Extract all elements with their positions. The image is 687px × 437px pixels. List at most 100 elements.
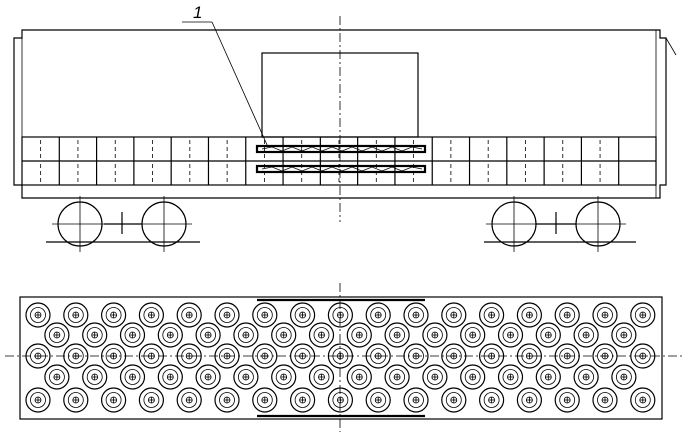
cylinder-outer — [157, 364, 183, 390]
cylinder-outer — [119, 322, 146, 348]
cylinder-outer — [25, 343, 51, 369]
cylinder-ring — [634, 392, 651, 408]
cylinder-outer — [554, 343, 580, 369]
cylinder-ring — [275, 369, 292, 385]
cylinder-outer — [441, 387, 467, 413]
cylinder-ring — [483, 307, 500, 323]
cylinder-outer — [233, 364, 259, 390]
element-1-upper-hatch — [261, 146, 423, 152]
cylinder-ring — [351, 327, 368, 343]
cylinder-ring — [162, 369, 179, 385]
cylinder-ring — [408, 307, 424, 323]
cylinder — [554, 387, 580, 413]
cylinder — [554, 343, 580, 369]
cylinder-ring — [49, 327, 65, 343]
wheel — [136, 196, 192, 252]
cylinder — [403, 343, 429, 369]
cylinder-ring — [143, 392, 160, 408]
cylinder-ring — [521, 307, 538, 323]
cylinder-grid — [25, 302, 656, 413]
cylinder — [592, 387, 618, 413]
cylinder-outer — [138, 387, 164, 413]
cylinder — [327, 343, 353, 369]
cylinder-ring — [445, 392, 462, 408]
cylinder-ring — [124, 369, 141, 385]
cylinder-outer — [327, 343, 353, 369]
cylinder — [592, 302, 618, 328]
cylinder — [497, 364, 524, 390]
cylinder-ring — [105, 307, 122, 323]
cylinder-outer — [119, 364, 146, 390]
cylinder-ring — [445, 307, 462, 323]
cylinder — [422, 322, 448, 348]
cylinder — [138, 387, 164, 413]
cylinder — [100, 343, 127, 369]
cylinder — [25, 302, 51, 328]
cylinder-outer — [290, 343, 316, 369]
wagon-body-outline — [13, 29, 667, 199]
cylinder-outer — [384, 364, 410, 390]
cylinder — [214, 343, 240, 369]
cylinder-ring — [143, 307, 160, 323]
plan-outline — [19, 296, 663, 420]
cylinder-outer — [554, 387, 580, 413]
cylinder — [630, 302, 656, 328]
cylinder-outer — [365, 302, 391, 328]
cylinder-ring — [389, 327, 406, 343]
cylinder — [611, 322, 637, 348]
cylinder — [573, 322, 599, 348]
cylinder — [44, 322, 70, 348]
cylinder-outer — [384, 322, 410, 348]
cylinder — [290, 302, 316, 328]
cylinder-ring — [483, 392, 500, 408]
cylinder-outer — [44, 364, 70, 390]
cylinder-outer — [308, 364, 335, 390]
bogies — [46, 196, 636, 252]
cylinder-outer — [176, 387, 202, 413]
cylinder-ring — [351, 369, 368, 385]
cylinder — [535, 364, 561, 390]
cylinder — [176, 387, 202, 413]
cylinder-ring — [256, 307, 273, 323]
cylinder-outer — [290, 387, 316, 413]
cylinder-outer — [176, 302, 202, 328]
cylinder-outer — [63, 343, 89, 369]
cylinder — [403, 387, 429, 413]
cylinder-ring — [370, 348, 387, 364]
cylinder-outer — [554, 302, 580, 328]
cylinder-outer — [630, 387, 656, 413]
cylinder-outer — [497, 364, 524, 390]
element-1-upper-bar — [255, 144, 427, 154]
cylinder — [44, 364, 70, 390]
cylinder-outer — [195, 322, 221, 348]
cylinder — [479, 343, 505, 369]
cylinder-outer — [233, 322, 259, 348]
cylinder — [252, 302, 278, 328]
cylinder-outer — [630, 302, 656, 328]
cylinder-ring — [483, 348, 500, 364]
cylinder-ring — [256, 392, 273, 408]
cylinder-outer — [611, 322, 637, 348]
cylinder-outer — [422, 364, 448, 390]
cylinder-ring — [294, 307, 311, 323]
cylinder-outer — [516, 387, 543, 413]
cylinder — [554, 302, 580, 328]
wheel — [486, 196, 542, 252]
cylinder-ring — [313, 327, 330, 343]
cylinder-outer — [516, 302, 543, 328]
cylinder — [346, 322, 372, 348]
cylinder — [138, 302, 164, 328]
cylinder-outer — [346, 364, 372, 390]
cylinder — [119, 364, 146, 390]
cylinder-outer — [630, 343, 656, 369]
cylinder-ring — [200, 327, 217, 343]
cylinder — [365, 387, 391, 413]
cylinder-outer — [271, 322, 297, 348]
cylinder-ring — [30, 392, 46, 408]
cylinder — [460, 322, 486, 348]
cylinder-outer — [441, 343, 467, 369]
cylinder — [384, 322, 410, 348]
body-right-corner — [665, 37, 677, 56]
cylinder-ring — [502, 327, 519, 343]
